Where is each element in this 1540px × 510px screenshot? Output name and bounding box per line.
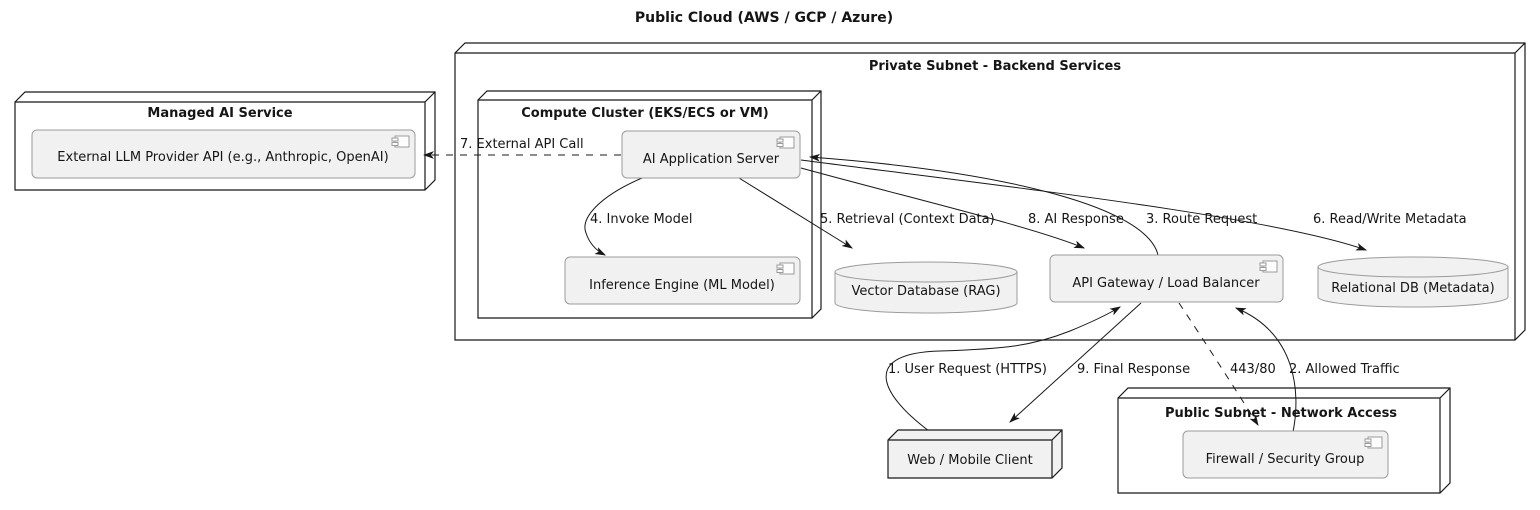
node-title-compute-cluster: Compute Cluster (EKS/ECS or VM) xyxy=(521,106,768,121)
diagram-title: Public Cloud (AWS / GCP / Azure) xyxy=(635,10,893,26)
node-label-web-mobile-client: Web / Mobile Client xyxy=(907,453,1032,468)
edge-ports-443-80 xyxy=(1178,302,1259,426)
database-relational-db: Relational DB (Metadata) xyxy=(1317,256,1509,308)
edge-label-final-response: 9. Final Response xyxy=(1077,362,1190,377)
edge-labels: 7. External API Call 4. Invoke Model 5. … xyxy=(460,137,1467,377)
database-label-vector-db: Vector Database (RAG) xyxy=(851,284,1000,299)
component-icon xyxy=(776,136,795,149)
edge-label-ports: 443/80 xyxy=(1230,362,1276,377)
component-api-gateway: API Gateway / Load Balancer xyxy=(1049,254,1284,303)
edge-route-request xyxy=(808,153,1159,256)
component-icon xyxy=(391,135,410,148)
component-label-firewall: Firewall / Security Group xyxy=(1206,452,1365,467)
node-web-mobile-client: Web / Mobile Client xyxy=(887,429,1063,479)
edge-label-route-request: 3. Route Request xyxy=(1146,212,1257,227)
edge-final-response xyxy=(1009,302,1142,423)
edge-label-allowed-traffic: 2. Allowed Traffic xyxy=(1289,362,1400,377)
component-label-inference-engine: Inference Engine (ML Model) xyxy=(589,278,775,293)
component-external-llm: External LLM Provider API (e.g., Anthrop… xyxy=(31,129,416,179)
component-label-external-llm: External LLM Provider API (e.g., Anthrop… xyxy=(57,150,388,165)
node-title-managed-ai-service: Managed AI Service xyxy=(147,106,292,121)
component-icon xyxy=(1259,260,1278,273)
node-title-private-subnet: Private Subnet - Backend Services xyxy=(869,59,1121,74)
edge-label-retrieval: 5. Retrieval (Context Data) xyxy=(820,212,995,227)
edges xyxy=(422,151,1368,433)
edge-user-request xyxy=(885,306,1121,432)
component-label-api-gateway: API Gateway / Load Balancer xyxy=(1072,276,1260,291)
component-ai-application-server: AI Application Server xyxy=(621,130,801,179)
edge-retrieval xyxy=(738,177,853,249)
edge-label-invoke-model: 4. Invoke Model xyxy=(590,212,692,227)
edge-label-read-write-metadata: 6. Read/Write Metadata xyxy=(1313,212,1467,227)
component-inference-engine: Inference Engine (ML Model) xyxy=(564,256,801,305)
component-firewall: Firewall / Security Group xyxy=(1182,430,1389,479)
edge-label-external-api-call: 7. External API Call xyxy=(460,137,584,152)
node-title-public-subnet: Public Subnet - Network Access xyxy=(1165,406,1397,421)
component-icon xyxy=(776,262,795,275)
edge-invoke-model xyxy=(584,177,643,256)
component-label-ai-application-server: AI Application Server xyxy=(643,152,780,167)
edge-read-write-metadata xyxy=(800,159,1368,251)
edge-ai-response xyxy=(800,167,1086,249)
database-label-relational-db: Relational DB (Metadata) xyxy=(1331,281,1494,296)
edge-label-ai-response: 8. AI Response xyxy=(1028,212,1124,227)
edge-label-user-request: 1. User Request (HTTPS) xyxy=(888,362,1047,377)
component-icon xyxy=(1364,436,1383,449)
database-vector-db: Vector Database (RAG) xyxy=(834,261,1018,314)
edge-allowed-traffic xyxy=(1234,307,1297,433)
